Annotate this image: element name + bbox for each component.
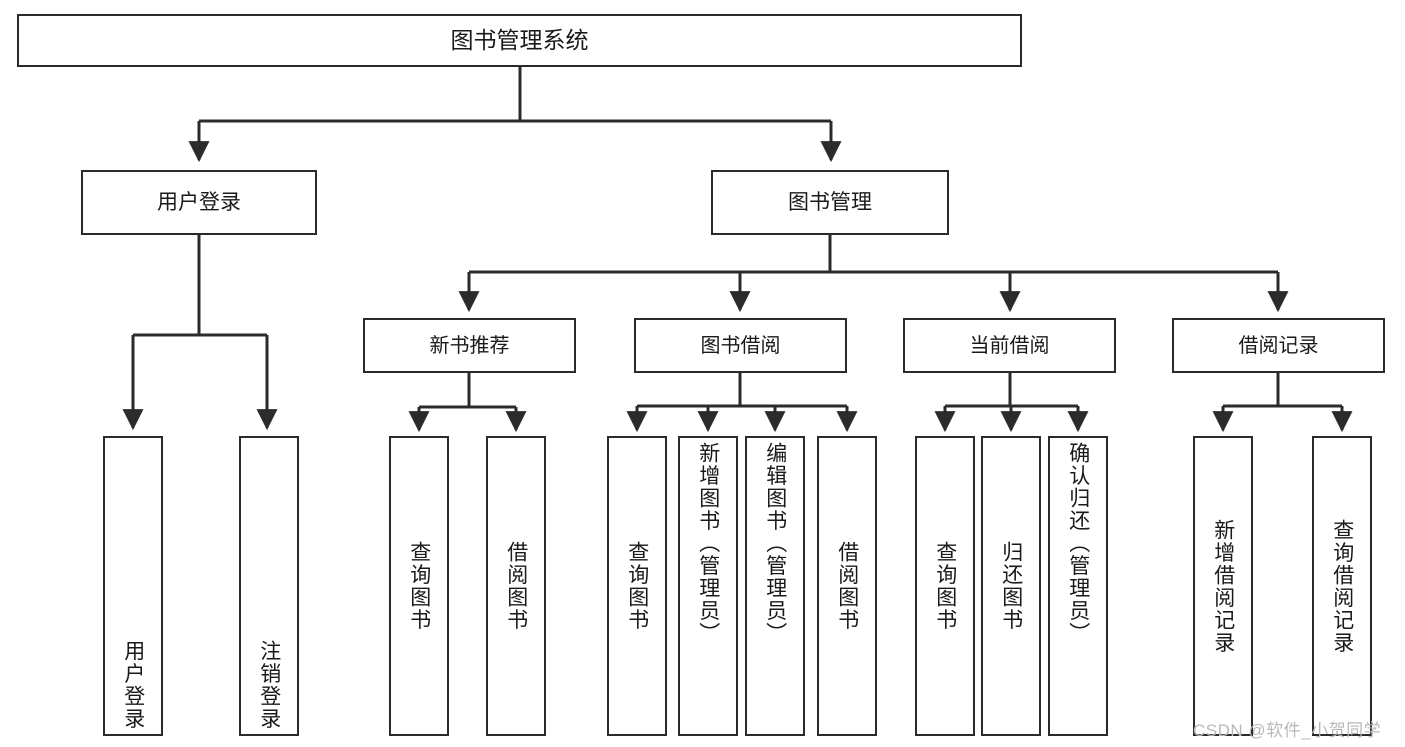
node-label: 查询借阅记录: [1330, 518, 1354, 654]
node-label: 新增借阅记录: [1211, 518, 1235, 654]
csdn-watermark: CSDN @软件_小贺同学: [1193, 721, 1382, 740]
node-label: 查询图书: [407, 541, 431, 631]
leaf-borrow-book-recommend[interactable]: 借阅图书: [486, 436, 546, 736]
leaf-edit-book-admin[interactable]: 编辑图书（管理员）: [745, 436, 805, 736]
node-label: 借阅图书: [504, 541, 528, 631]
node-label: 图书管理: [788, 191, 872, 214]
node-label: 查询图书: [625, 541, 649, 631]
node-user-login[interactable]: 用户登录: [81, 170, 317, 235]
node-label: 注销登录: [257, 640, 281, 730]
node-label: 借阅图书: [835, 541, 859, 631]
node-label: 编辑图书（管理员）: [763, 442, 787, 645]
node-label: 确认归还（管理员）: [1066, 442, 1090, 645]
node-current-borrow[interactable]: 当前借阅: [903, 318, 1116, 373]
node-book-management[interactable]: 图书管理: [711, 170, 949, 235]
leaf-user-login[interactable]: 用户登录: [103, 436, 163, 736]
leaf-return-book[interactable]: 归还图书: [981, 436, 1041, 736]
node-book-borrow[interactable]: 图书借阅: [634, 318, 847, 373]
node-label: 图书管理系统: [450, 27, 589, 53]
node-label: 新书推荐: [429, 334, 510, 357]
node-label: 借阅记录: [1238, 334, 1319, 357]
node-borrow-records[interactable]: 借阅记录: [1172, 318, 1385, 373]
node-label: 新增图书（管理员）: [696, 442, 720, 645]
leaf-confirm-return-admin[interactable]: 确认归还（管理员）: [1048, 436, 1108, 736]
node-label: 查询图书: [933, 541, 957, 631]
leaf-query-borrow-record[interactable]: 查询借阅记录: [1312, 436, 1372, 736]
node-root-library-management-system[interactable]: 图书管理系统: [17, 14, 1022, 67]
node-label: 图书借阅: [700, 334, 781, 357]
leaf-query-book-current[interactable]: 查询图书: [915, 436, 975, 736]
leaf-borrow-book[interactable]: 借阅图书: [817, 436, 877, 736]
leaf-logout[interactable]: 注销登录: [239, 436, 299, 736]
leaf-query-book-recommend[interactable]: 查询图书: [389, 436, 449, 736]
leaf-add-borrow-record[interactable]: 新增借阅记录: [1193, 436, 1253, 736]
leaf-query-book-borrow[interactable]: 查询图书: [607, 436, 667, 736]
node-label: 用户登录: [121, 640, 145, 730]
node-label: 用户登录: [157, 191, 241, 214]
node-label: 归还图书: [999, 541, 1023, 631]
node-new-book-recommend[interactable]: 新书推荐: [363, 318, 576, 373]
node-label: 当前借阅: [969, 334, 1050, 357]
leaf-add-book-admin[interactable]: 新增图书（管理员）: [678, 436, 738, 736]
